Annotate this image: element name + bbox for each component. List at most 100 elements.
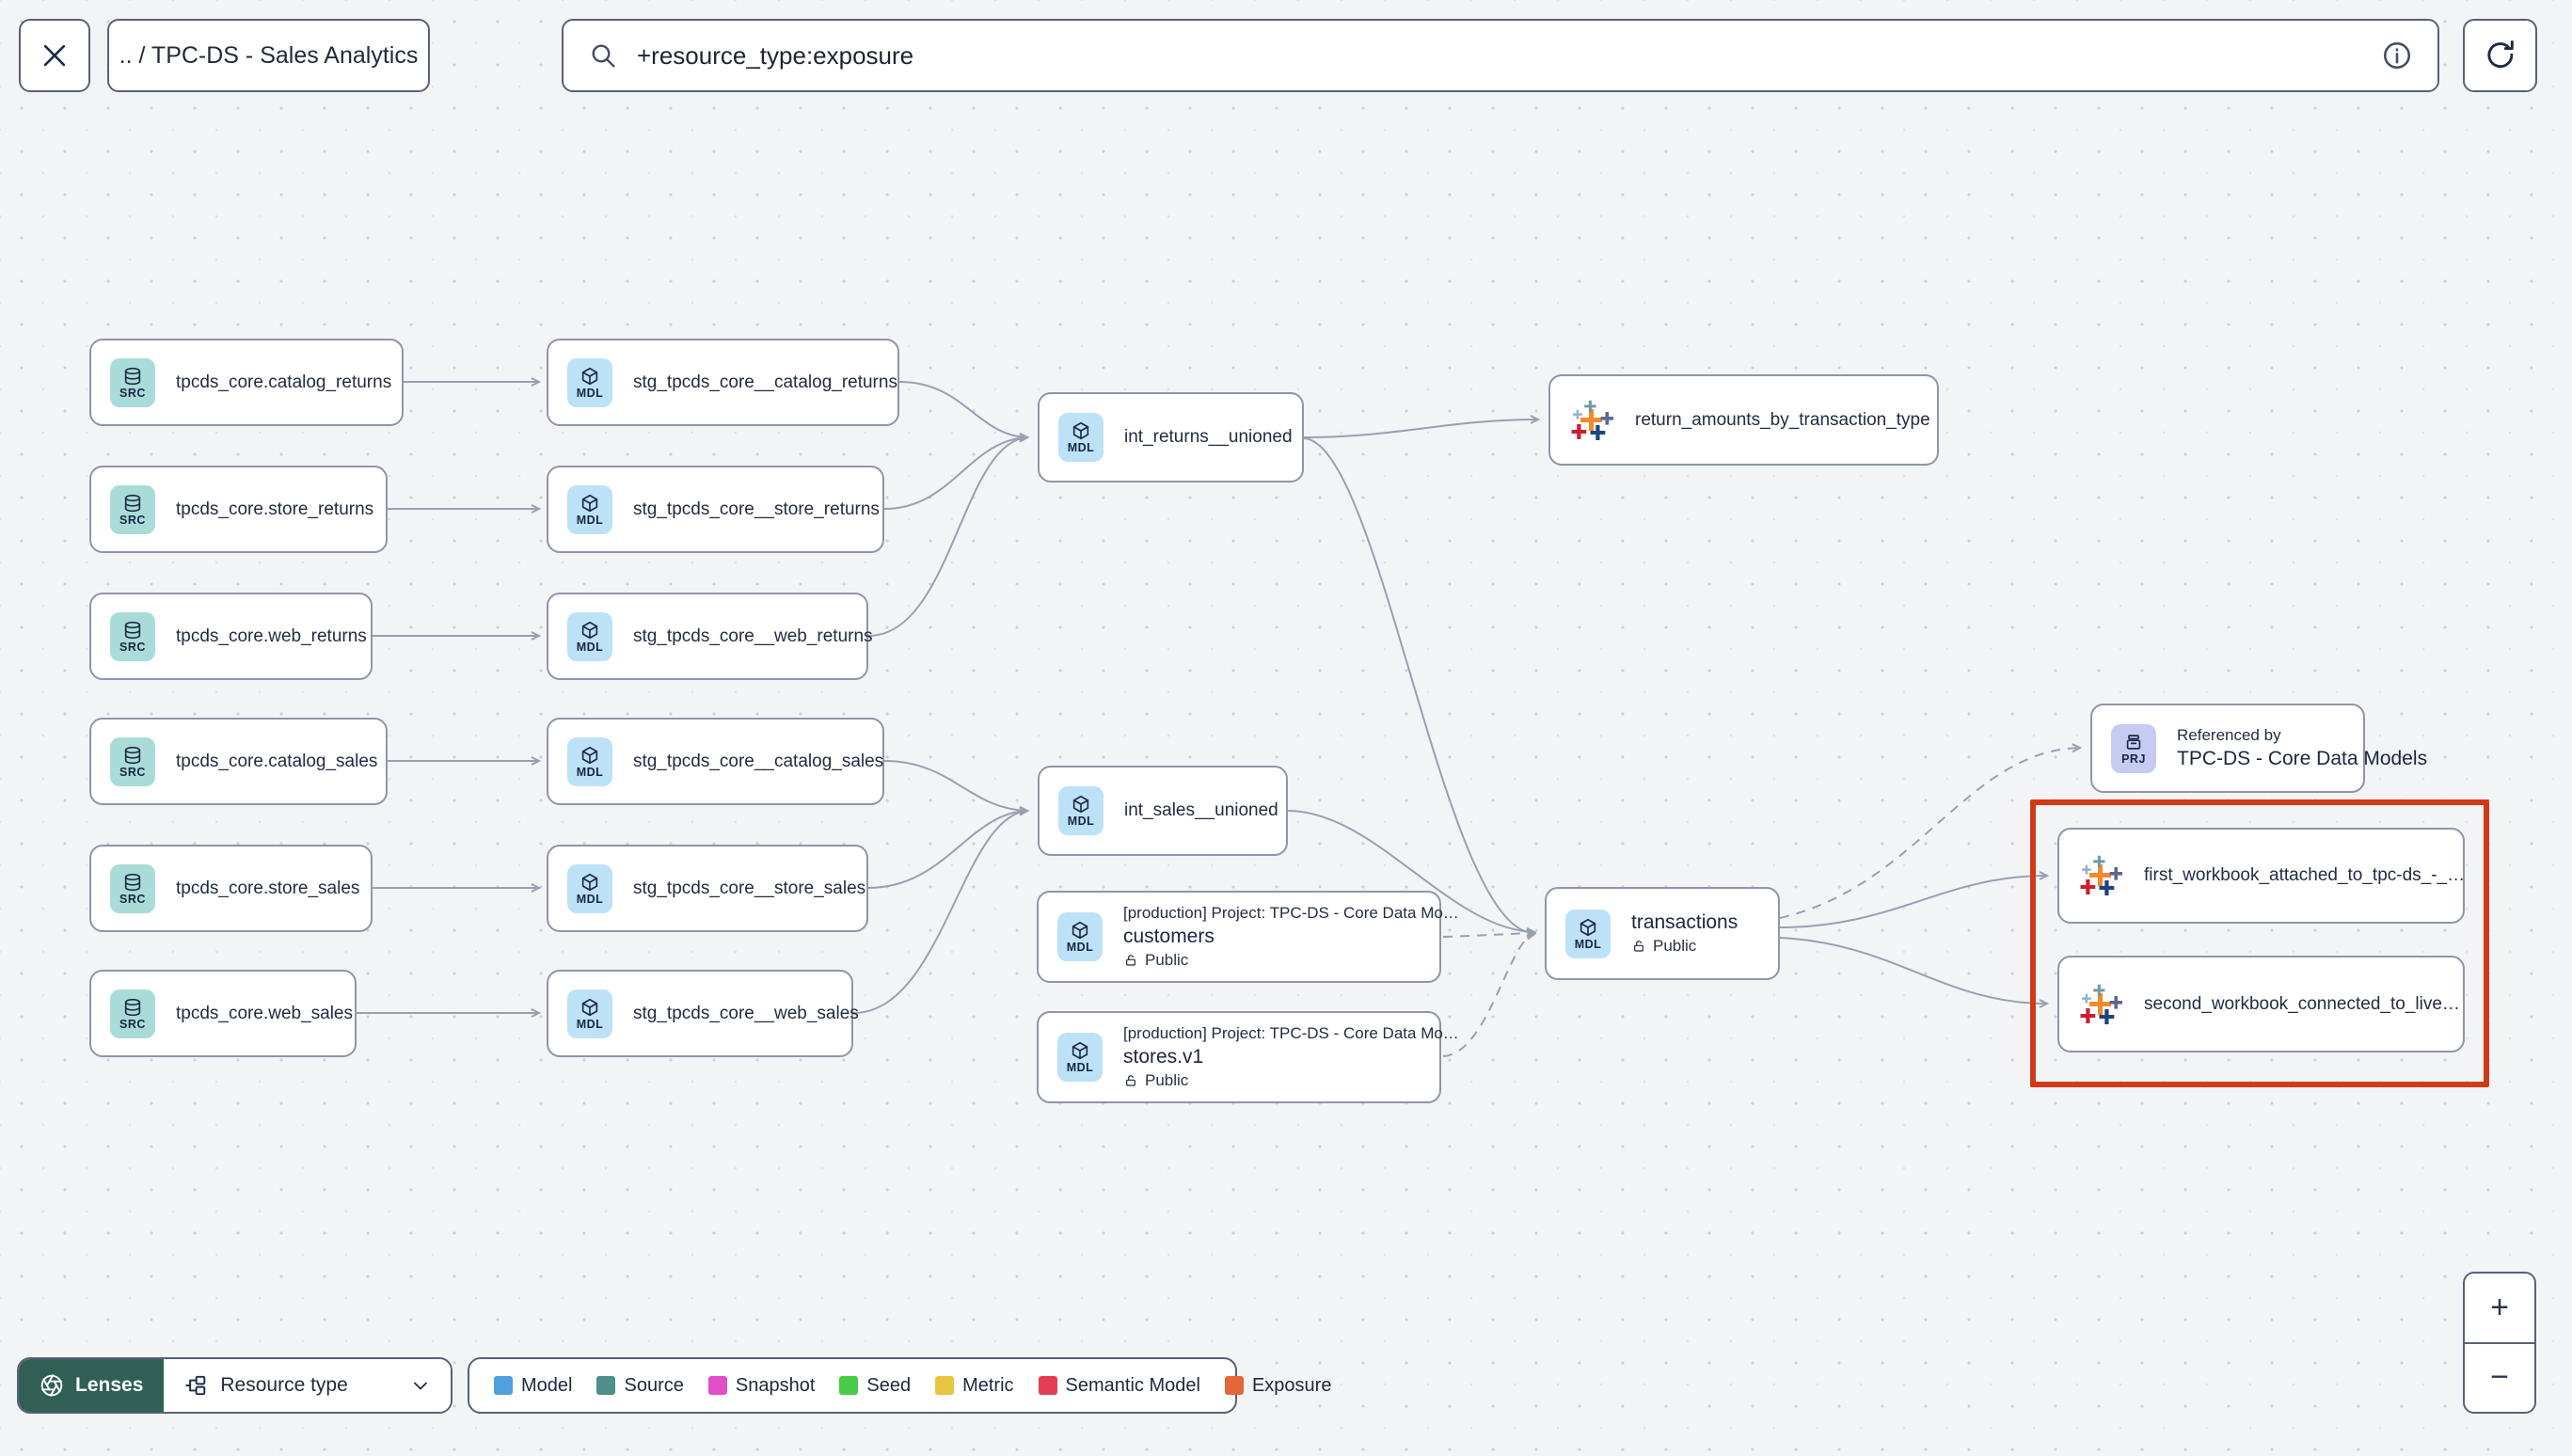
refresh-icon [2483, 38, 2518, 73]
access-line: Public [1123, 1071, 1417, 1090]
close-icon [39, 40, 71, 71]
node-source-tpcds-core-store-returns[interactable]: SRC tpcds_core.store_returns [89, 466, 388, 553]
node-source-tpcds-core-web-returns[interactable]: SRC tpcds_core.web_returns [89, 593, 373, 680]
node-label: int_returns__unioned [1124, 427, 1293, 447]
node-exposure-second-workbook[interactable]: second_workbook_connected_to_live… [2057, 956, 2465, 1052]
node-model-stg-web-returns[interactable]: MDL stg_tpcds_core__web_returns [547, 593, 873, 680]
model-badge: MDL [1565, 909, 1611, 958]
lenses-label: Lenses [75, 1374, 144, 1396]
seed-swatch [839, 1376, 859, 1395]
database-icon [122, 366, 143, 387]
model-badge: MDL [567, 863, 612, 913]
model-badge: MDL [567, 736, 612, 786]
node-model-stg-web-sales[interactable]: MDL stg_tpcds_core__web_sales [547, 970, 859, 1057]
cube-icon [1070, 1040, 1090, 1061]
node-model-stores-v1[interactable]: MDL [production] Project: TPC-DS - Core … [1037, 1011, 1459, 1103]
node-label: tpcds_core.store_sales [176, 878, 360, 898]
node-label: int_sales__unioned [1124, 800, 1278, 820]
lens-controls: Lenses Resource type [17, 1357, 452, 1414]
search-input[interactable] [635, 40, 2364, 71]
close-button[interactable] [19, 19, 90, 92]
model-badge: MDL [1058, 413, 1103, 462]
lock-open-icon [1123, 953, 1138, 968]
legend-item-source: Source [596, 1375, 684, 1397]
lock-open-icon [1631, 939, 1646, 954]
legend-item-semantic-model: Semantic Model [1038, 1375, 1200, 1397]
edge-transactions-first-workbook [1779, 871, 2050, 928]
node-label: stg_tpcds_core__catalog_returns [633, 372, 897, 392]
cube-icon [579, 366, 600, 387]
node-label: stg_tpcds_core__catalog_sales [633, 751, 884, 771]
node-exposure-return-amounts[interactable]: return_amounts_by_transaction_type [1548, 374, 1939, 466]
legend-item-seed: Seed [839, 1375, 911, 1397]
project-line: [production] Project: TPC-DS - Core Data… [1123, 904, 1459, 922]
source-badge: SRC [110, 611, 155, 661]
cube-icon [579, 493, 600, 514]
cube-icon [1578, 917, 1598, 938]
breadcrumb[interactable]: .. / TPC-DS - Sales Analytics [107, 19, 430, 92]
node-model-stg-store-returns[interactable]: MDL stg_tpcds_core__store_returns [547, 466, 884, 553]
source-badge: SRC [110, 736, 155, 786]
source-badge: SRC [110, 484, 155, 534]
metric-swatch [935, 1376, 955, 1395]
exposure-swatch [1224, 1376, 1244, 1395]
referenced-by-label: Referenced by [2177, 726, 2281, 744]
legend-item-metric: Metric [935, 1375, 1014, 1397]
resource-type-dropdown[interactable]: Resource type [164, 1359, 451, 1412]
edge-customers-transactions [1442, 928, 1537, 939]
cube-icon [579, 997, 600, 1018]
access-line: Public [1631, 937, 1738, 956]
snapshot-swatch [707, 1376, 727, 1395]
resource-type-icon [183, 1373, 207, 1398]
cube-icon [579, 745, 600, 766]
source-badge: SRC [110, 863, 155, 913]
edge-transactions-referenced-by [1779, 743, 2083, 919]
database-icon [122, 620, 143, 641]
archive-box-icon [2123, 732, 2144, 752]
node-model-stg-store-sales[interactable]: MDL stg_tpcds_core__store_sales [547, 845, 868, 932]
node-source-tpcds-core-web-sales[interactable]: SRC tpcds_core.web_sales [89, 970, 357, 1057]
tableau-icon [2078, 982, 2123, 1027]
node-model-transactions[interactable]: MDL transactions Public [1545, 887, 1780, 980]
node-project-referenced-by[interactable]: PRJ Referenced by TPC-DS - Core Data Mod… [2090, 704, 2427, 793]
project-badge: PRJ [2111, 723, 2156, 773]
node-label: stg_tpcds_core__web_sales [633, 1003, 859, 1023]
legend-item-model: Model [494, 1375, 572, 1397]
aperture-icon [40, 1373, 64, 1398]
node-source-tpcds-core-catalog-returns[interactable]: SRC tpcds_core.catalog_returns [89, 339, 404, 426]
node-exposure-first-workbook[interactable]: first_workbook_attached_to_tpc-ds_-_… [2057, 828, 2465, 924]
node-source-tpcds-core-store-sales[interactable]: SRC tpcds_core.store_sales [89, 845, 373, 932]
model-badge: MDL [567, 484, 612, 534]
legend: Model Source Snapshot Seed Metric Semant… [468, 1357, 1331, 1414]
search-bar[interactable] [562, 19, 2439, 92]
node-model-int-sales-unioned[interactable]: MDL int_sales__unioned [1038, 766, 1288, 856]
breadcrumb-label: .. / TPC-DS - Sales Analytics [119, 41, 419, 69]
lenses-button[interactable]: Lenses [19, 1359, 165, 1412]
node-model-stg-catalog-returns[interactable]: MDL stg_tpcds_core__catalog_returns [547, 339, 899, 426]
edge-stg-catalog-sales-int [883, 760, 1030, 815]
project-line: [production] Project: TPC-DS - Core Data… [1123, 1024, 1459, 1042]
zoom-out-button[interactable]: − [2490, 1359, 2509, 1396]
edge-stg-web-sales-int [852, 806, 1030, 1014]
model-badge: MDL [1058, 786, 1103, 835]
edge-transactions-second-workbook [1779, 937, 2050, 1008]
database-icon [122, 872, 143, 893]
node-model-customers[interactable]: MDL [production] Project: TPC-DS - Core … [1037, 891, 1459, 983]
node-model-int-returns-unioned[interactable]: MDL int_returns__unioned [1038, 392, 1304, 483]
zoom-in-button[interactable]: + [2465, 1274, 2534, 1344]
model-badge: MDL [567, 357, 612, 407]
node-model-stg-catalog-sales[interactable]: MDL stg_tpcds_core__catalog_sales [547, 718, 884, 805]
cube-icon [579, 620, 600, 641]
edge-int-returns-transactions [1303, 437, 1537, 938]
cube-icon [1071, 794, 1091, 815]
legend-item-snapshot: Snapshot [707, 1375, 815, 1397]
chevron-down-icon [409, 1374, 432, 1397]
info-icon[interactable] [2381, 40, 2413, 71]
node-label: stg_tpcds_core__store_sales [633, 878, 866, 898]
database-icon [122, 745, 143, 766]
model-badge: MDL [1057, 1033, 1103, 1082]
refresh-button[interactable] [2463, 19, 2537, 92]
node-label: stg_tpcds_core__store_returns [633, 499, 880, 519]
node-source-tpcds-core-catalog-sales[interactable]: SRC tpcds_core.catalog_sales [89, 718, 388, 805]
edge-stg-store-returns-int [883, 433, 1030, 510]
